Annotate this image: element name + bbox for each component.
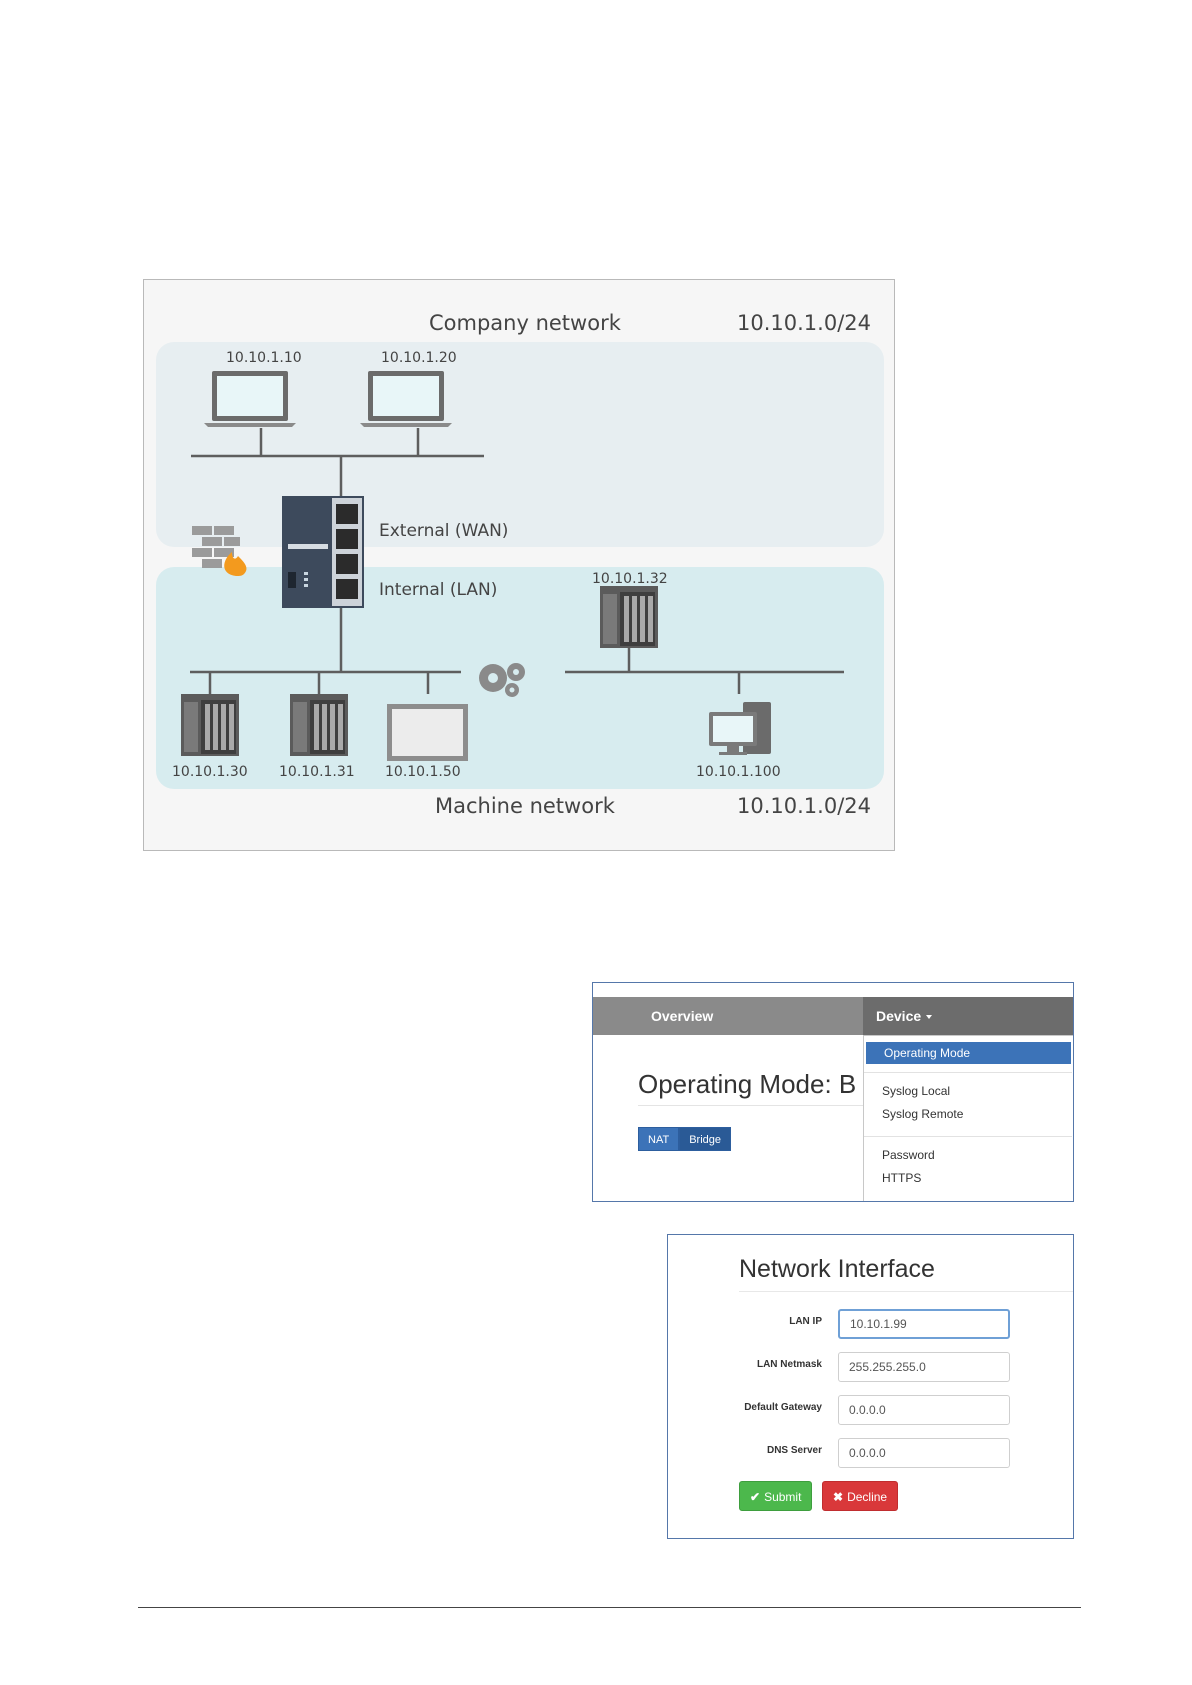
menu-divider (864, 1136, 1072, 1137)
dns-server-row: DNS Server (668, 1438, 1073, 1468)
host-ip-label: 10.10.1.31 (279, 764, 355, 780)
plc-icon (290, 694, 348, 756)
default-gateway-input[interactable] (838, 1395, 1010, 1425)
footer-divider (138, 1607, 1081, 1608)
lan-netmask-input[interactable] (838, 1352, 1010, 1382)
lan-ip-input[interactable] (838, 1309, 1010, 1339)
lan-ip-row: LAN IP (668, 1309, 1073, 1339)
network-interface-screenshot: Network Interface LAN IP LAN Netmask Def… (667, 1234, 1074, 1539)
title-divider (739, 1291, 1073, 1292)
nav-device-dropdown[interactable]: Device (863, 997, 1073, 1035)
host-ip-label: 10.10.1.50 (385, 764, 461, 780)
dns-server-label: DNS Server (766, 1445, 822, 1456)
host-ip-label: 10.10.1.30 (172, 764, 248, 780)
gateway-device-icon (282, 496, 364, 608)
nav-device-label: Device (876, 1008, 922, 1024)
checkmark-icon: ✔ (750, 1490, 761, 1504)
laptop-icon (360, 371, 452, 427)
title-divider (638, 1105, 878, 1106)
lan-ip-label: LAN IP (789, 1316, 822, 1327)
menu-item-https[interactable]: HTTPS (882, 1171, 922, 1185)
menu-item-syslog-remote[interactable]: Syslog Remote (882, 1107, 964, 1121)
page-title: Operating Mode: B (638, 1069, 857, 1099)
host-ip-label: 10.10.1.10 (226, 350, 302, 366)
lan-netmask-label: LAN Netmask (756, 1359, 822, 1370)
form-title: Network Interface (739, 1255, 935, 1283)
nav-overview[interactable]: Overview (651, 1008, 714, 1024)
machine-network-label: Machine network (435, 794, 615, 818)
hmi-panel-icon (387, 704, 468, 761)
laptop-icon (204, 371, 296, 427)
plc-icon (600, 586, 658, 648)
menu-item-syslog-local[interactable]: Syslog Local (882, 1084, 951, 1098)
top-navbar: Overview Device (593, 997, 1073, 1035)
mode-toggle-group: NAT Bridge (638, 1127, 731, 1151)
network-diagram: Company network 10.10.1.0/24 10.10.1.10 … (143, 279, 895, 851)
submit-label: Submit (764, 1490, 802, 1504)
default-gateway-row: Default Gateway (668, 1395, 1073, 1425)
diagram-graphics (156, 342, 884, 789)
company-subnet-label: 10.10.1.0/24 (737, 311, 871, 335)
x-icon: ✖ (833, 1490, 844, 1504)
gears-icon (479, 663, 525, 697)
mode-nat-button[interactable]: NAT (638, 1127, 680, 1151)
decline-label: Decline (847, 1490, 888, 1504)
device-dropdown-menu: Operating Mode Syslog Local Syslog Remot… (863, 1035, 1073, 1201)
caret-down-icon (926, 1015, 932, 1019)
host-ip-label: 10.10.1.100 (696, 764, 781, 780)
lan-netmask-row: LAN Netmask (668, 1352, 1073, 1382)
company-network-label: Company network (429, 311, 621, 335)
external-wan-label: External (WAN) (379, 521, 509, 541)
menu-item-operating-mode[interactable]: Operating Mode (866, 1042, 1071, 1064)
host-ip-label: 10.10.1.32 (592, 571, 668, 587)
operating-mode-screenshot: Overview Device Operating Mode: B NAT Br… (592, 982, 1074, 1202)
host-ip-label: 10.10.1.20 (381, 350, 457, 366)
default-gateway-label: Default Gateway (744, 1402, 822, 1413)
decline-button[interactable]: ✖Decline (822, 1481, 899, 1511)
firewall-icon (192, 526, 247, 576)
dns-server-input[interactable] (838, 1438, 1010, 1468)
internal-lan-label: Internal (LAN) (379, 580, 498, 600)
plc-icon (181, 694, 239, 756)
submit-button[interactable]: ✔Submit (739, 1481, 813, 1511)
menu-divider (864, 1072, 1072, 1073)
company-network-zone (156, 342, 884, 547)
machine-subnet-label: 10.10.1.0/24 (737, 794, 871, 818)
menu-item-password[interactable]: Password (882, 1148, 935, 1162)
mode-bridge-button[interactable]: Bridge (679, 1127, 731, 1151)
desktop-pc-icon (709, 702, 771, 755)
